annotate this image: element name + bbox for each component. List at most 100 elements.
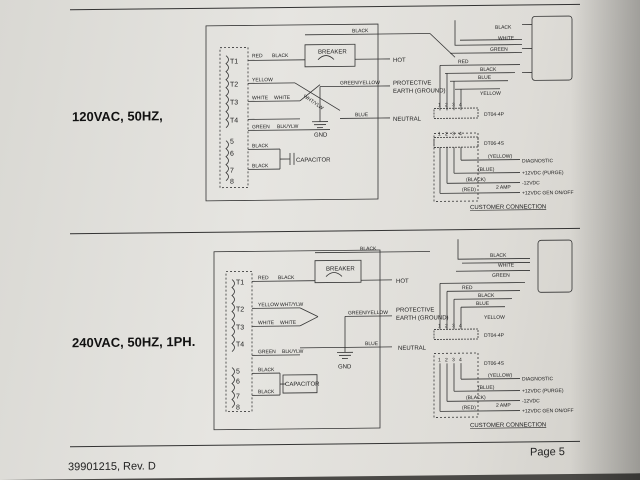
d2-r-blue: BLUE xyxy=(476,301,490,307)
d1-wire-green-yellow: GREEN/YELLOW xyxy=(340,80,380,86)
d2-gnd-label: GND xyxy=(338,364,352,370)
d2-terminal-t2: T2 xyxy=(236,306,244,313)
d2-terminal-5: 5 xyxy=(236,368,240,375)
d1-sig-genonoff: +12VDC GEN ON/OFF xyxy=(522,190,574,197)
d1-terminal-t2: T2 xyxy=(230,82,238,89)
d1-sig-diagnostic: DIAGNOSTIC xyxy=(522,158,554,164)
d1-amp: 2 AMP xyxy=(496,185,511,191)
d2-pin-b4: 4 xyxy=(459,357,462,363)
d1-wire-white-2: WHITE xyxy=(274,95,291,101)
d1-pin-b1: 1 xyxy=(438,131,441,137)
d2-neutral-label: NEUTRAL xyxy=(398,346,427,352)
d1-wire-white: WHITE xyxy=(252,95,269,101)
d2-terminal-7: 7 xyxy=(236,393,240,400)
d1-wire-black-top: BLACK xyxy=(352,28,369,34)
d1-sig-neg12: -12VDC xyxy=(522,180,540,186)
d2-hot-label: HOT xyxy=(396,279,409,285)
d2-pin-4: 4 xyxy=(459,323,462,329)
d1-sig-black: (BLACK) xyxy=(466,177,486,183)
d2-sig-black: (BLACK) xyxy=(466,395,486,401)
d1-protective-label: PROTECTIVE xyxy=(393,80,431,86)
d2-r-black2: BLACK xyxy=(478,293,495,299)
d2-sig-yellow: (YELLOW) xyxy=(488,373,513,379)
d2-wire-yellow: YELLOW xyxy=(258,302,279,308)
d1-r-black2: BLACK xyxy=(480,67,497,73)
d1-pin-2: 2 xyxy=(445,102,448,108)
d2-terminal-t4: T4 xyxy=(236,341,244,348)
d1-gnd-label: GND xyxy=(314,133,328,139)
d2-wire-black-cap1: BLACK xyxy=(258,367,275,373)
d2-r-white: WHITE xyxy=(498,263,515,269)
d1-pin-b4: 4 xyxy=(459,131,462,137)
d2-protective-label: PROTECTIVE xyxy=(396,307,434,313)
d2-wire-red: RED xyxy=(258,275,269,281)
d2-terminal-6: 6 xyxy=(236,378,240,385)
d1-terminal-t3: T3 xyxy=(230,100,238,107)
d2-sig-diagnostic: DIAGNOSTIC xyxy=(522,376,554,382)
d1-neutral-label: NEUTRAL xyxy=(393,117,422,123)
d2-wire-green-yellow: GREEN/YELLOW xyxy=(348,310,388,316)
d1-pin-1: 1 xyxy=(438,102,441,108)
d2-wire-green: GREEN xyxy=(258,349,276,355)
d2-wire-black-top: BLACK xyxy=(360,246,377,252)
d1-conn-bottom: DT06-4S xyxy=(484,141,505,147)
d1-customer-connection: CUSTOMER CONNECTION xyxy=(470,204,546,211)
d1-wire-black: BLACK xyxy=(272,53,289,59)
d2-pin-b3: 3 xyxy=(452,357,455,363)
d1-r-red: RED xyxy=(458,59,469,65)
d2-pin-b1: 1 xyxy=(438,357,441,363)
d2-r-red: RED xyxy=(462,285,473,291)
d1-wire-blk-ylw: BLK/YLW xyxy=(277,124,299,130)
d1-breaker-label: BREAKER xyxy=(318,49,347,55)
d2-sig-blue: (BLUE) xyxy=(478,385,495,391)
d2-wire-black: BLACK xyxy=(278,275,295,281)
d1-sig-purge: +12VDC (PURGE) xyxy=(522,170,564,176)
d1-wire-wht-ylw: WHT/YLW xyxy=(302,94,325,112)
d2-breaker-label: BREAKER xyxy=(326,266,355,272)
d2-conn-top: DT04-4P xyxy=(484,333,505,339)
d1-capacitor-label: CAPACITOR xyxy=(296,158,331,164)
d2-pin-b2: 2 xyxy=(445,357,448,363)
d2-sig-genonoff: +12VDC GEN ON/OFF xyxy=(522,408,574,415)
d1-terminal-6: 6 xyxy=(230,151,234,158)
d1-conn-top: DT04-4P xyxy=(484,112,505,118)
d2-conn-bottom: DT06-4S xyxy=(484,361,505,367)
d1-terminal-8: 8 xyxy=(230,179,234,186)
d2-wire-blk-ylw: BLK/YLW xyxy=(282,349,304,355)
d1-earth-label: EARTH (GROUND) xyxy=(393,88,446,95)
d2-terminal-t3: T3 xyxy=(236,324,244,331)
d2-earth-label: EARTH (GROUND) xyxy=(396,315,449,322)
d2-terminal-8: 8 xyxy=(236,404,240,411)
photo-shadow xyxy=(570,0,640,480)
d1-terminal-t4: T4 xyxy=(230,118,238,125)
d1-pin-3: 3 xyxy=(452,102,455,108)
d2-pin-2: 2 xyxy=(445,323,448,329)
d2-sig-neg12: -12VDC xyxy=(522,398,540,404)
d1-hot-label: HOT xyxy=(393,58,406,64)
d1-wire-yellow: YELLOW xyxy=(252,77,273,83)
d1-r-white: WHITE xyxy=(498,36,515,42)
d2-wire-white: WHITE xyxy=(258,320,275,326)
d1-sig-yellow: (YELLOW) xyxy=(488,154,513,160)
d1-r-blue: BLUE xyxy=(478,75,492,81)
d2-sig-red: (RED) xyxy=(462,405,476,411)
d1-terminal-5: 5 xyxy=(230,139,234,146)
d1-sig-blue: (BLUE) xyxy=(478,167,495,173)
d2-pin-3: 3 xyxy=(452,323,455,329)
diagram2-wiring: T1 T2 T3 T4 5 6 7 8 RED BLACK YELLOW WHT… xyxy=(213,239,574,431)
d2-customer-connection: CUSTOMER CONNECTION xyxy=(470,422,546,429)
d2-r-yellow: YELLOW xyxy=(484,315,505,321)
d1-r-yellow: YELLOW xyxy=(480,91,501,97)
d2-wire-black-cap2: BLACK xyxy=(258,389,275,395)
diagram1-wiring: T1 T2 T3 T4 5 6 7 8 RED BLACK YELLOW WHI… xyxy=(205,15,574,211)
d1-terminal-7: 7 xyxy=(230,168,234,175)
d1-r-black: BLACK xyxy=(495,25,512,31)
d1-sig-red: (RED) xyxy=(462,187,476,193)
d2-wire-blue: BLUE xyxy=(365,341,379,347)
d1-pin-b2: 2 xyxy=(445,131,448,137)
doc-number: 39901215, Rev. D xyxy=(68,460,156,474)
d2-amp: 2 AMP xyxy=(496,403,511,409)
d2-capacitor-label: CAPACITOR xyxy=(285,382,320,388)
d1-wire-green: GREEN xyxy=(252,124,270,130)
